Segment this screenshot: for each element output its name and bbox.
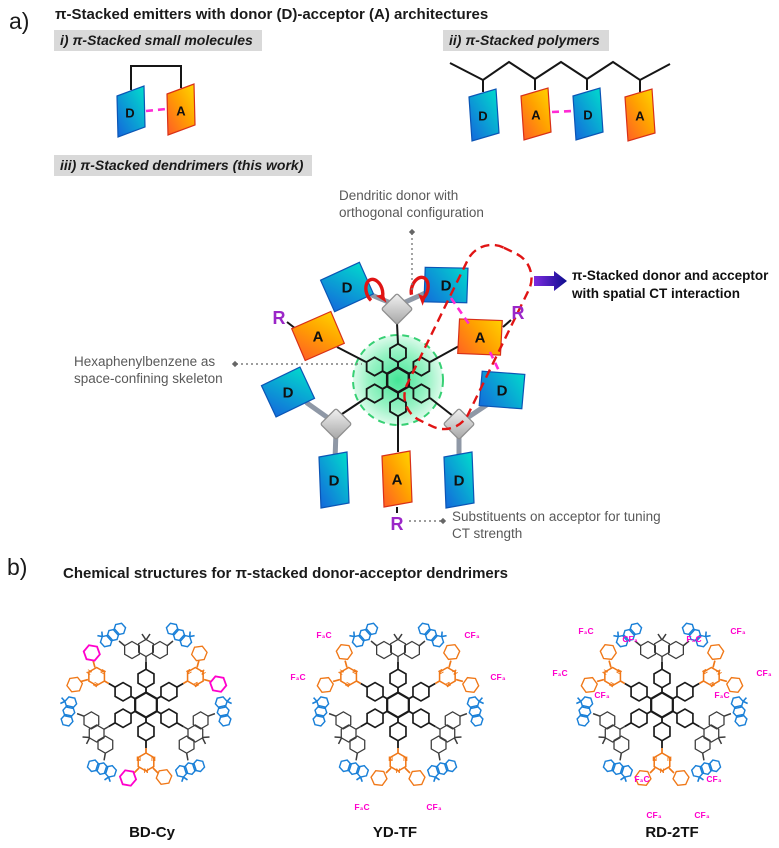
panel-b-label: b) bbox=[7, 554, 28, 580]
acceptor-label: A bbox=[392, 472, 403, 489]
green-skeleton-circle bbox=[352, 334, 444, 426]
polymer-unit-label: A bbox=[635, 109, 645, 124]
cf3-label: F₃C bbox=[354, 802, 369, 812]
polymer-unit-label: A bbox=[531, 108, 541, 123]
section-polymers: ii) π-Stacked polymers bbox=[443, 30, 609, 51]
cf3-label: CF₃ bbox=[426, 802, 441, 812]
cf3-label: F₃C bbox=[316, 630, 331, 640]
polymer-unit-label: D bbox=[478, 109, 487, 124]
molecule-name-bd-cy: BD-Cy bbox=[129, 824, 175, 841]
small-molecule-diagram: D A bbox=[116, 65, 196, 138]
cf3-label: CF₃ bbox=[646, 810, 661, 820]
cf3-label: CF₃ bbox=[706, 774, 721, 784]
panel-a-schematic: D A D A D A bbox=[116, 60, 671, 534]
ct-highlight-box bbox=[403, 243, 533, 431]
substituent-label: R bbox=[391, 514, 404, 534]
annotation-dendritic-donor: Dendritic donor with orthogonal configur… bbox=[339, 188, 484, 221]
panel-a-title: π-Stacked emitters with donor (D)-accept… bbox=[55, 6, 489, 23]
dendrimer-diagram: D D D D D D A A A R R R bbox=[231, 228, 567, 534]
ct-dash-line bbox=[449, 297, 471, 325]
cf3-label: F₃C bbox=[578, 626, 593, 636]
acceptor-label: A bbox=[475, 330, 486, 347]
annotation-pi-stacked-ct: π-Stacked donor and acceptor with spatia… bbox=[572, 268, 769, 302]
molecule-yd-tf: F₃C F₃C CF₃ CF₃ F₃C CF₃ bbox=[290, 592, 506, 812]
cf3-label: F₃C bbox=[714, 690, 729, 700]
polymer-backbone bbox=[449, 60, 671, 82]
substituent-label: R bbox=[512, 303, 525, 323]
cf3-label: F₃C bbox=[552, 668, 567, 678]
cf3-label: F₃C bbox=[686, 634, 701, 644]
panel-b-title: Chemical structures for π-stacked donor-… bbox=[63, 565, 508, 582]
donor-label: D bbox=[125, 106, 134, 121]
cf3-label: CF₃ bbox=[490, 672, 505, 682]
molecule-bd-cy bbox=[26, 592, 266, 824]
polymer-diagram: D A D A bbox=[449, 60, 671, 142]
section-small-molecules: i) π-Stacked small molecules bbox=[54, 30, 262, 51]
annotation-hexaphenylbenzene: Hexaphenylbenzene as space-confining ske… bbox=[74, 354, 223, 387]
ct-arrow-icon bbox=[534, 271, 567, 291]
annotation-substituents: Substituents on acceptor for tuning CT s… bbox=[452, 509, 661, 542]
substituent-label: R bbox=[273, 308, 286, 328]
molecule-rd-2tf: F₃C CF₃ F₃C CF₃ F₃C CF₃ CF₃ F₃C F₃C CF₃ … bbox=[552, 592, 772, 820]
ct-dash-line bbox=[488, 351, 502, 374]
molecule-name-yd-tf: YD-TF bbox=[372, 824, 418, 841]
cf3-label: CF₃ bbox=[756, 668, 771, 678]
acceptor-label: A bbox=[176, 104, 186, 119]
donor-label: D bbox=[342, 280, 353, 297]
cf3-label: CF₃ bbox=[730, 626, 745, 636]
cf3-label: CF₃ bbox=[622, 634, 637, 644]
donor-label: D bbox=[441, 278, 452, 295]
cf3-label: CF₃ bbox=[694, 810, 709, 820]
donor-label: D bbox=[329, 473, 340, 490]
section-dendrimers: iii) π-Stacked dendrimers (this work) bbox=[54, 155, 313, 176]
cf3-label: F₃C bbox=[290, 672, 305, 682]
covalent-bridge bbox=[130, 65, 182, 90]
molecule-name-rd-2tf: RD-2TF bbox=[645, 824, 699, 841]
rotation-arrow-icon bbox=[361, 275, 389, 310]
acceptor-label: A bbox=[313, 329, 324, 346]
ct-dash-line bbox=[145, 107, 167, 113]
donor-label: D bbox=[454, 473, 465, 490]
cf3-label: F₃C bbox=[634, 774, 649, 784]
gray-diamond bbox=[320, 408, 352, 440]
panel-a-label: a) bbox=[9, 8, 30, 34]
cf3-label: CF₃ bbox=[594, 690, 609, 700]
donor-label: D bbox=[283, 385, 294, 402]
polymer-unit-label: D bbox=[583, 108, 592, 123]
ct-dash-line bbox=[551, 109, 573, 114]
cf3-label: CF₃ bbox=[464, 630, 479, 640]
dendrimer-arms bbox=[336, 322, 460, 452]
gray-diamond bbox=[381, 293, 413, 325]
donor-label: D bbox=[497, 383, 508, 400]
